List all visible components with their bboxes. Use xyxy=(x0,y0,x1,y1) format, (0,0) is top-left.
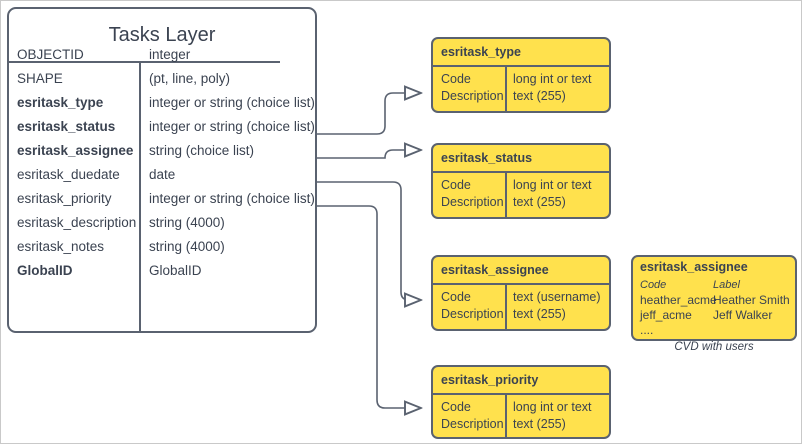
sample-values-row: jeff_acme Jeff Walker xyxy=(633,308,795,323)
page-title: Tasks Layer xyxy=(108,24,216,46)
domain-table-esritask-type: esritask_type Code Description long int … xyxy=(431,37,611,113)
field-row: esritask_notes string (4000) xyxy=(9,235,315,259)
field-name: esritask_description xyxy=(17,215,137,230)
field-name: esritask_priority xyxy=(17,191,112,206)
sample-code: .... xyxy=(640,323,654,337)
field-row: OBJECTID integer xyxy=(9,43,315,67)
header-divider xyxy=(8,61,280,63)
connector-status xyxy=(317,150,421,159)
sample-values-title: esritask_assignee xyxy=(640,260,748,274)
domain-code-column: Code Description xyxy=(441,72,504,103)
domain-table-esritask-status: esritask_status Code Description long in… xyxy=(431,143,611,219)
field-row: GlobalID GlobalID xyxy=(9,259,315,283)
field-type: string (4000) xyxy=(149,239,225,254)
domain-title: esritask_status xyxy=(441,151,533,165)
sample-code: Code xyxy=(640,279,667,291)
domain-title: esritask_type xyxy=(441,45,521,59)
domain-type-column: long int or text text (255) xyxy=(513,400,592,431)
domain-code-column: Code Description xyxy=(441,290,504,321)
domain-type-column: long int or text text (255) xyxy=(513,72,592,103)
field-type: integer xyxy=(149,47,191,62)
domain-type-column: long int or text text (255) xyxy=(513,178,592,209)
sample-values-header-row: Code Label xyxy=(633,278,795,293)
field-type: date xyxy=(149,167,176,182)
domain-column-divider xyxy=(505,283,507,330)
field-name: esritask_assignee xyxy=(17,143,134,158)
sample-code: heather_acme xyxy=(640,293,717,307)
connector-assignee xyxy=(317,181,421,300)
field-name: OBJECTID xyxy=(17,47,84,62)
domain-header-divider xyxy=(432,65,610,67)
field-type: string (4000) xyxy=(149,215,225,230)
field-row: SHAPE (pt, line, poly) xyxy=(9,67,315,91)
field-type: (pt, line, poly) xyxy=(149,71,231,86)
field-row: esritask_assignee string (choice list) xyxy=(9,139,315,163)
field-name: GlobalID xyxy=(17,263,73,278)
field-row: esritask_duedate date xyxy=(9,163,315,187)
field-row: esritask_status integer or string (choice… xyxy=(9,115,315,139)
domain-title: esritask_priority xyxy=(441,373,539,387)
sample-code: jeff_acme xyxy=(640,308,692,322)
domain-table-esritask-assignee: esritask_assignee Code Description text … xyxy=(431,255,611,331)
column-divider xyxy=(139,61,141,332)
domain-column-divider xyxy=(505,65,507,112)
sample-values-caption: CVD with users xyxy=(674,341,754,353)
field-name: esritask_notes xyxy=(17,239,105,254)
field-name: esritask_type xyxy=(17,95,104,110)
domain-header-divider xyxy=(432,171,610,173)
field-type: GlobalID xyxy=(149,263,202,278)
field-type: string (choice list) xyxy=(149,143,255,158)
sample-values-row: .... xyxy=(633,323,795,338)
connector-type xyxy=(317,93,421,135)
domain-column-divider xyxy=(505,171,507,218)
field-name: SHAPE xyxy=(17,71,63,86)
sample-label: Label xyxy=(713,279,740,291)
sample-label: Heather Smith xyxy=(713,293,790,307)
domain-code-column: Code Description xyxy=(441,178,504,209)
domain-title: esritask_assignee xyxy=(441,263,549,277)
field-row: esritask_description string (4000) xyxy=(9,211,315,235)
domain-column-divider xyxy=(505,393,507,438)
domain-table-esritask-priority: esritask_priority Code Description long … xyxy=(431,365,611,439)
domain-header-divider xyxy=(432,283,610,285)
domain-type-column: text (username) text (255) xyxy=(513,290,601,321)
connector-priority xyxy=(317,205,421,408)
field-type: integer or string (choice list) xyxy=(149,191,315,206)
field-type: integer or string (choice list) xyxy=(149,95,315,110)
field-row: esritask_priority integer or string (choi… xyxy=(9,187,315,211)
field-type: integer or string (choice list) xyxy=(149,119,315,134)
sample-label: Jeff Walker xyxy=(713,308,773,322)
field-row: esritask_type integer or string (choice l… xyxy=(9,91,315,115)
domain-header-divider xyxy=(432,393,610,395)
field-name: esritask_duedate xyxy=(17,167,120,182)
domain-code-column: Code Description xyxy=(441,400,504,431)
field-name: esritask_status xyxy=(17,119,116,134)
